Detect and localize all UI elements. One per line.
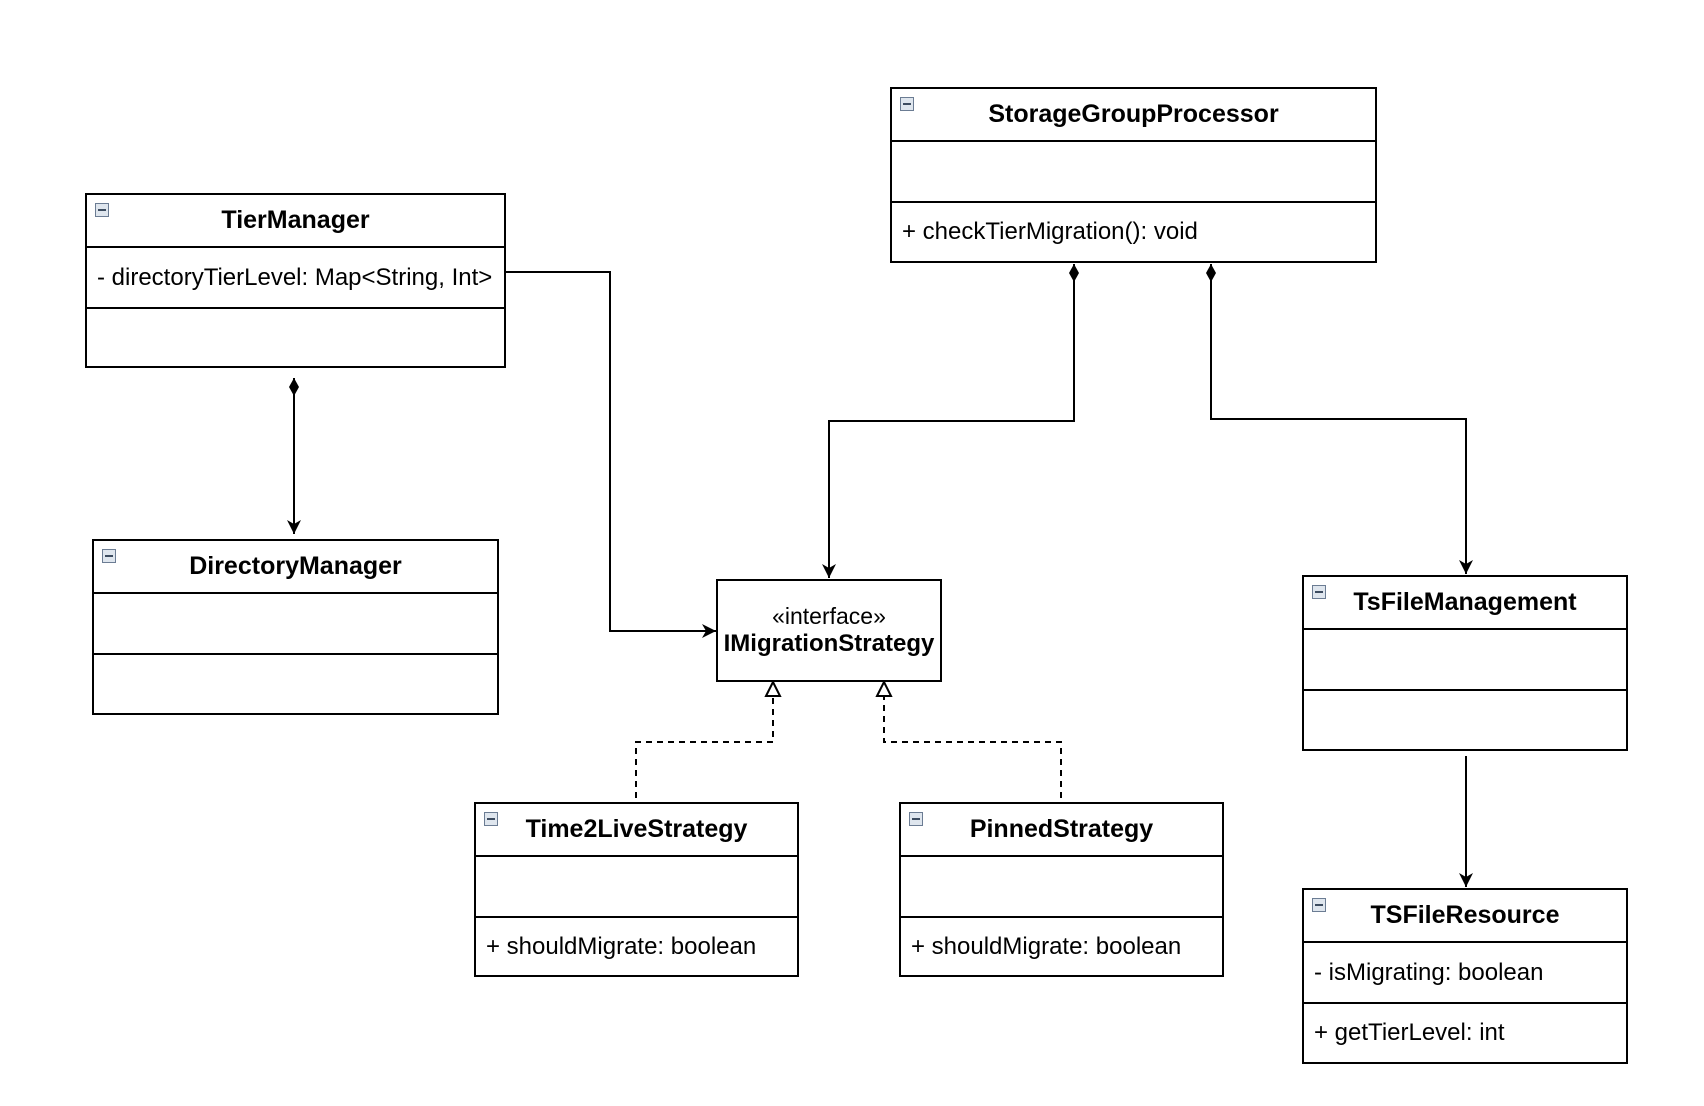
operations-section: + getTierLevel: int: [1314, 1019, 1505, 1046]
operations-section: + shouldMigrate: boolean: [911, 932, 1182, 960]
class-time2live-strategy[interactable]: Time2LiveStrategy + shouldMigrate: boole…: [474, 802, 799, 977]
composition-sgp-tsfilemanagement: [1206, 264, 1473, 574]
class-header: PinnedStrategy: [901, 804, 1222, 857]
class-ts-file-resource[interactable]: TSFileResource - isMigrating: boolean + …: [1302, 888, 1628, 1064]
class-name: Time2LiveStrategy: [525, 815, 748, 843]
class-name: PinnedStrategy: [969, 815, 1154, 843]
attributes-section: [892, 142, 1375, 203]
attributes-section: [901, 857, 1222, 918]
class-header: StorageGroupProcessor: [892, 89, 1375, 142]
collapse-icon[interactable]: [909, 812, 923, 826]
realization-time2live-imigrationstrategy: [635, 679, 782, 798]
collapse-icon[interactable]: [484, 812, 498, 826]
interface-imigration-strategy[interactable]: «interface» IMigrationStrategy: [716, 579, 942, 682]
operations-section: [1304, 691, 1626, 749]
realization-pinned-imigrationstrategy: [875, 679, 1062, 798]
attributes-section: - isMigrating: boolean: [1304, 943, 1626, 1004]
interface-name: IMigrationStrategy: [723, 630, 935, 657]
operations-section: [94, 655, 497, 713]
composition-sgp-imigrationstrategy: [822, 264, 1079, 578]
class-header: TsFileManagement: [1304, 577, 1626, 630]
class-ts-file-management[interactable]: TsFileManagement: [1302, 575, 1628, 751]
class-name: TSFileResource: [1370, 901, 1560, 929]
class-header: TierManager: [87, 195, 504, 248]
operations-section: [87, 309, 504, 366]
class-directory-manager[interactable]: DirectoryManager: [92, 539, 499, 715]
collapse-icon[interactable]: [95, 203, 109, 217]
collapse-icon[interactable]: [1312, 585, 1326, 599]
attributes-section: [476, 857, 797, 918]
class-name: TierManager: [221, 206, 370, 234]
collapse-icon[interactable]: [1312, 898, 1326, 912]
class-name: DirectoryManager: [189, 552, 402, 580]
class-header: TSFileResource: [1304, 890, 1626, 943]
attributes-section: [94, 594, 497, 655]
interface-stereotype: «interface»: [772, 603, 886, 629]
class-header: DirectoryManager: [94, 541, 497, 594]
operations-section: + checkTierMigration(): void: [902, 218, 1198, 245]
class-pinned-strategy[interactable]: PinnedStrategy + shouldMigrate: boolean: [899, 802, 1224, 977]
class-name: TsFileManagement: [1353, 588, 1577, 616]
collapse-icon[interactable]: [102, 549, 116, 563]
association-tiermanager-imigrationstrategy: [506, 271, 716, 638]
class-storage-group-processor[interactable]: StorageGroupProcessor + checkTierMigrati…: [890, 87, 1377, 263]
class-header: Time2LiveStrategy: [476, 804, 797, 857]
collapse-icon[interactable]: [900, 97, 914, 111]
operations-section: + shouldMigrate: boolean: [486, 932, 757, 960]
attributes-section: [1304, 630, 1626, 691]
attributes-section: - directoryTierLevel: Map<String, Int>: [87, 248, 504, 309]
class-tier-manager[interactable]: TierManager - directoryTierLevel: Map<St…: [85, 193, 506, 368]
class-name: StorageGroupProcessor: [988, 100, 1279, 128]
